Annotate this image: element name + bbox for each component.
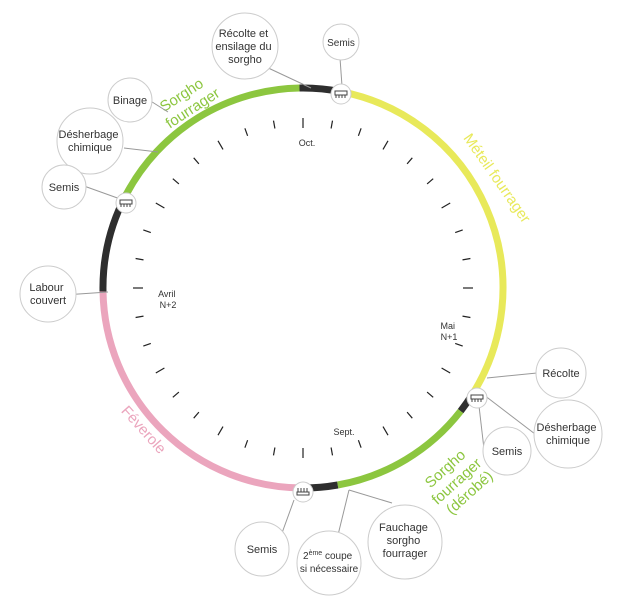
svg-text:Récolte et ensilage du: Récolte et ensilage du sorgho <box>215 28 274 66</box>
leader-line <box>483 394 536 435</box>
marker-drill-right <box>466 387 488 409</box>
drill-icon <box>470 394 484 402</box>
leader-line <box>339 57 343 87</box>
tick-mark <box>135 315 144 319</box>
tick-mark <box>382 140 389 150</box>
ring-segment-feverole <box>99 291 304 492</box>
bubble-desherbage-top: Désherbage chimique <box>56 107 124 175</box>
svg-text:Labour couvert: Labour couvert <box>29 282 66 307</box>
tick-mark <box>330 447 334 456</box>
leader-line <box>123 147 159 153</box>
bubble-semis-top: Semis <box>322 23 360 61</box>
svg-text:2ème coupe si nécessaire: 2ème coupe si nécessaire <box>300 550 359 575</box>
tick-mark <box>462 257 471 261</box>
tick-mark <box>193 411 200 419</box>
bubble-semis-left: Semis <box>41 164 87 210</box>
month-label-avril: Avril N+2 <box>158 289 178 310</box>
tick-mark <box>143 229 152 234</box>
svg-text:Binage: Binage <box>113 95 147 107</box>
bubble-semis-right: Semis <box>482 426 532 476</box>
svg-text:Semis: Semis <box>492 446 523 458</box>
leader-lines <box>63 57 538 536</box>
leader-line <box>478 405 485 450</box>
svg-text:Désherbage chimique: Désherbage chimique <box>59 129 122 154</box>
svg-text:Désherbage chimique: Désherbage chimique <box>537 422 600 447</box>
tick-mark <box>426 178 434 185</box>
tick-mark <box>441 367 451 374</box>
leader-line <box>486 372 538 379</box>
svg-text:Récolte: Récolte <box>542 368 579 380</box>
month-label-oct: Oct. <box>299 138 316 148</box>
tick-mark <box>172 178 180 185</box>
tick-mark <box>172 391 180 398</box>
tick-mark <box>357 439 362 448</box>
tick-mark <box>272 447 276 456</box>
leader-line <box>337 489 350 536</box>
drill-icon <box>119 199 133 207</box>
tick-mark <box>357 128 362 137</box>
svg-text:Semis: Semis <box>247 544 278 556</box>
leader-line <box>281 499 295 534</box>
tick-mark <box>193 157 200 165</box>
mower-icon <box>296 488 310 496</box>
svg-text:Semis: Semis <box>49 182 80 194</box>
bubble-binage: Binage <box>107 77 153 123</box>
ring-segment-meteil <box>340 88 507 396</box>
svg-text:Fauchage sorgho fo: Fauchage sorgho fourrager <box>379 522 431 560</box>
tick-mark <box>406 157 413 165</box>
bubble-semis-bottom: Semis <box>234 521 290 577</box>
tick-mark <box>426 391 434 398</box>
tick-mark <box>272 120 276 129</box>
leader-line <box>263 65 312 89</box>
ring-segment-sorgho-derobe <box>337 408 464 489</box>
marker-drill-left <box>115 192 137 214</box>
tick-mark <box>244 439 249 448</box>
bubble-recolte: Récolte <box>535 347 587 399</box>
svg-text:Semis: Semis <box>327 38 355 49</box>
month-label-sept: Sept. <box>333 427 354 437</box>
marker-mower-bottom <box>292 481 314 503</box>
tick-mark <box>217 426 224 436</box>
tick-mark <box>217 140 224 150</box>
leader-line <box>83 185 124 201</box>
bubble-fauchage: Fauchage sorgho fourrager <box>367 504 443 580</box>
leader-line <box>348 489 393 504</box>
drill-icon <box>334 90 348 98</box>
tick-mark <box>406 411 413 419</box>
ring-segment-sorgho <box>123 84 300 196</box>
marker-drill-top <box>330 83 352 105</box>
tick-mark <box>441 202 451 209</box>
tick-mark <box>155 202 165 209</box>
tick-mark <box>462 315 471 319</box>
rotation-ring <box>99 84 507 492</box>
tick-mark <box>382 426 389 436</box>
month-label-mai: Mai N+1 <box>440 321 457 342</box>
tick-mark <box>454 229 463 234</box>
tick-mark <box>155 367 165 374</box>
tick-mark <box>330 120 334 129</box>
bubble-recolte-ensilage: Récolte et ensilage du sorgho <box>211 12 279 80</box>
bubble-deuxieme-coupe: 2ème coupe si nécessaire <box>296 530 362 596</box>
tick-mark <box>244 128 249 137</box>
bubble-desherbage-right: Désherbage chimique <box>533 399 603 469</box>
tick-mark <box>454 342 463 347</box>
tick-mark <box>143 342 152 347</box>
bubble-labour-couvert: Labour couvert <box>19 265 77 323</box>
month-ticks <box>133 118 473 458</box>
tick-mark <box>135 257 144 261</box>
